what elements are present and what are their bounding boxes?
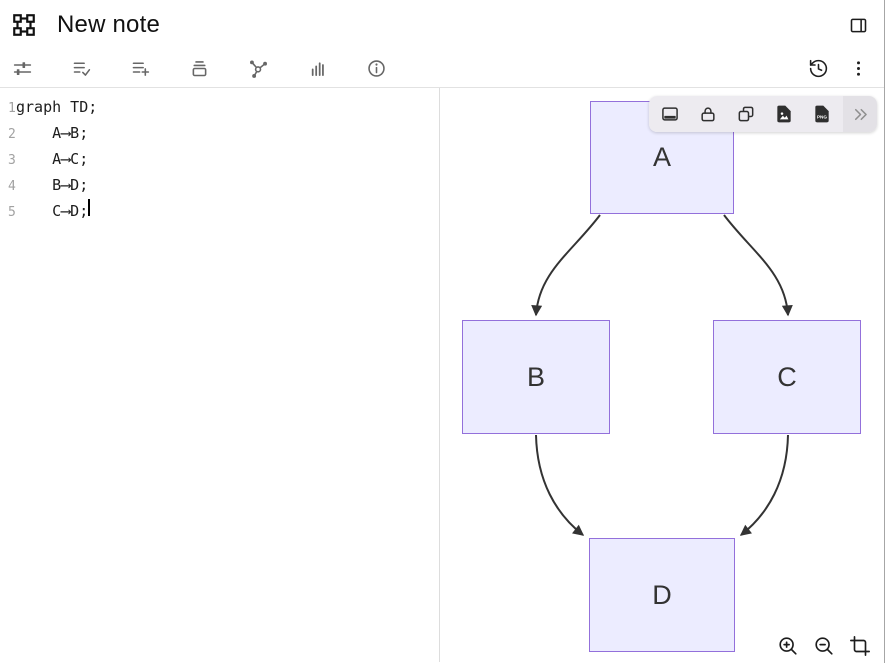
code-line[interactable]: 5 C⟶D; — [0, 199, 439, 225]
lock-icon — [701, 107, 715, 122]
preview-toolbar-main: PNG — [649, 96, 843, 132]
graph-nodes-button[interactable] — [238, 53, 278, 85]
node-label: A — [652, 142, 671, 172]
history-button[interactable] — [798, 53, 838, 85]
edge-C-D — [739, 434, 789, 536]
copy-button[interactable] — [727, 96, 765, 132]
expand-toolbar-button[interactable] — [843, 96, 877, 132]
export-image-button[interactable] — [765, 96, 803, 132]
code-line[interactable]: 1 graph TD; — [0, 95, 439, 121]
png-file-icon: PNG — [815, 105, 829, 123]
diagram-node-B[interactable]: B — [462, 320, 610, 434]
diagram-node-C[interactable]: C — [713, 320, 861, 434]
edge-A-C — [723, 214, 793, 317]
zoom-in-icon — [778, 636, 797, 655]
sliders-icon — [13, 62, 31, 75]
code-line[interactable]: 2 A⟶B; — [0, 121, 439, 147]
stack-icon — [192, 61, 206, 77]
info-icon — [367, 60, 385, 77]
sliders-button[interactable] — [2, 53, 42, 85]
panel-bottom-button[interactable] — [651, 96, 689, 132]
zoom-out-icon — [814, 636, 833, 655]
code-text: A⟶B; — [16, 124, 89, 142]
bar-chart-icon — [311, 62, 324, 76]
text-cursor — [88, 199, 90, 216]
panel-right-toggle-button[interactable] — [840, 7, 876, 43]
node-label: C — [777, 361, 797, 392]
header: New note — [0, 0, 884, 50]
list-check-button[interactable] — [61, 53, 101, 85]
copy-icon — [738, 106, 754, 122]
code-editor[interactable]: 1 graph TD; 2 A⟶B; 3 A⟶C; 4 B⟶D; 5 C⟶D; — [0, 88, 440, 662]
app-logo-icon — [10, 11, 38, 39]
graph-nodes-icon — [249, 60, 267, 78]
code-text: B⟶D; — [16, 176, 89, 194]
list-plus-button[interactable] — [120, 53, 160, 85]
edge-B-D — [535, 434, 585, 536]
line-number: 2 — [8, 127, 16, 142]
code-line[interactable]: 4 B⟶D; — [0, 173, 439, 199]
history-icon — [809, 59, 827, 78]
line-number: 4 — [8, 179, 16, 194]
code-text: C⟶D; — [16, 202, 89, 220]
info-button[interactable] — [356, 53, 396, 85]
diagram-node-D[interactable]: D — [589, 538, 735, 652]
page-title: New note — [57, 11, 160, 38]
panel-right-icon — [850, 18, 866, 32]
bar-chart-button[interactable] — [297, 53, 337, 85]
node-label: D — [652, 579, 672, 610]
image-file-icon — [777, 105, 791, 123]
zoom-controls — [776, 634, 871, 657]
code-text: A⟶C; — [16, 150, 89, 168]
diagram-edges — [531, 214, 793, 536]
stack-button[interactable] — [179, 53, 219, 85]
panel-bottom-icon — [662, 107, 678, 121]
line-number: 1 — [8, 101, 16, 116]
node-label: B — [526, 361, 545, 392]
list-check-icon — [73, 62, 90, 76]
chevrons-right-icon — [854, 108, 867, 120]
more-menu-button[interactable] — [838, 53, 878, 85]
preview-toolbar: PNG — [649, 96, 877, 132]
diagram-preview[interactable]: A B C D — [440, 88, 884, 662]
code-line[interactable]: 3 A⟶C; — [0, 147, 439, 173]
crop-icon — [849, 635, 870, 656]
zoom-out-button[interactable] — [812, 634, 835, 657]
line-number: 3 — [8, 153, 16, 168]
edge-A-B — [531, 214, 601, 317]
svg-text:PNG: PNG — [817, 115, 827, 120]
toolbar-right — [798, 53, 878, 85]
code-text: graph TD; — [16, 98, 98, 116]
crop-button[interactable] — [848, 634, 871, 657]
main-split: 1 graph TD; 2 A⟶B; 3 A⟶C; 4 B⟶D; 5 C⟶D; — [0, 88, 884, 662]
kebab-menu-icon — [856, 61, 860, 76]
line-number: 5 — [8, 205, 16, 220]
export-png-button[interactable]: PNG — [803, 96, 841, 132]
list-plus-icon — [132, 62, 149, 76]
lock-button[interactable] — [689, 96, 727, 132]
zoom-in-button[interactable] — [776, 634, 799, 657]
toolbar — [0, 50, 884, 88]
